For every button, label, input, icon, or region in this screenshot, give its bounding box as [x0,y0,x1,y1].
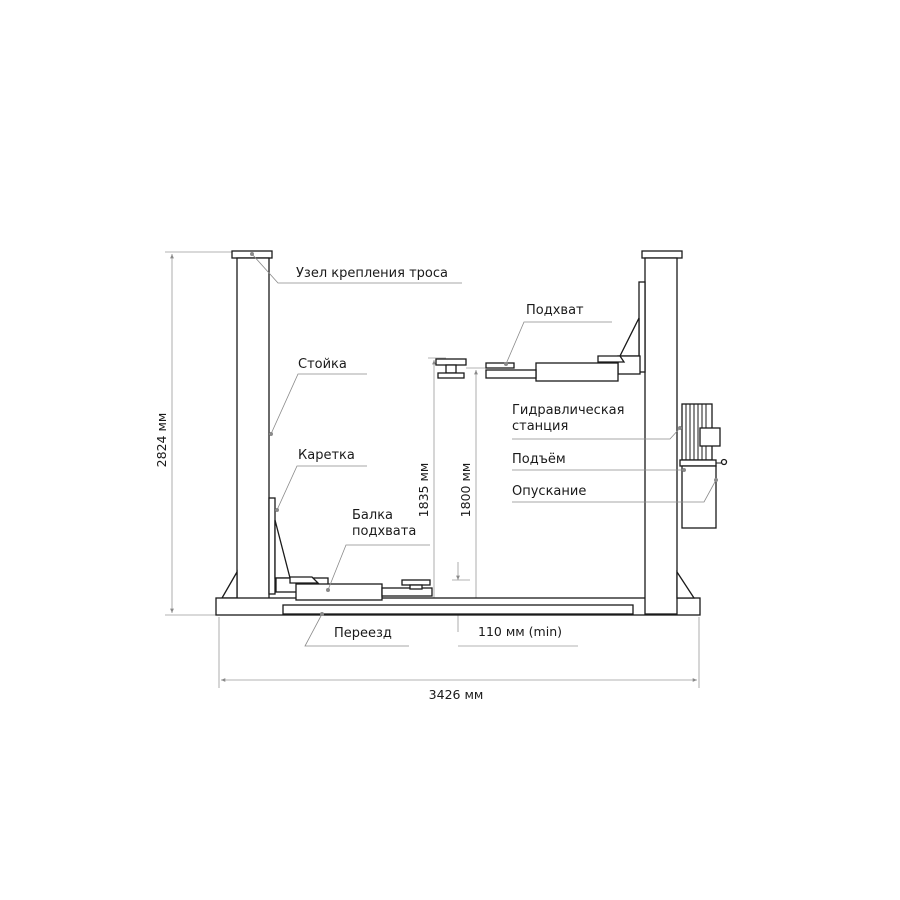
leader-lift-pad [504,321,612,366]
right-column [618,250,696,615]
leader-hydraulic [512,426,682,440]
width-dimension: 3426 мм [218,617,700,702]
label-hydraulic-line1: Гидравлическая [512,403,624,418]
height-dimension: 2824 мм [154,251,236,616]
dimension-1800: 1800 мм [458,367,490,610]
raised-arm [485,355,641,382]
dimension-110: 110 мм (min) [452,562,578,647]
dimension-1800-label: 1800 мм [458,463,473,518]
label-arm-beam-line1: Балка [352,508,393,523]
leader-drive-over [304,612,409,647]
label-lift: Подъём [512,452,566,467]
dimension-1835: 1835 мм [416,357,446,614]
leader-cable-mount [250,252,462,284]
pad-adapter [435,358,467,379]
label-arm-beam-line2: подхвата [352,524,416,539]
leader-carriage [275,465,367,512]
label-lowering: Опускание [512,484,586,499]
leader-lowering [512,478,718,503]
leader-lift [512,468,686,472]
left-column [220,250,291,615]
leader-column [269,373,367,436]
dimension-1835-label: 1835 мм [416,463,431,518]
label-carriage: Каретка [298,448,355,463]
leader-arm-beam [326,544,430,592]
label-lift-pad: Подхват [526,303,584,318]
height-dimension-label: 2824 мм [154,413,169,468]
label-column: Стойка [298,357,347,372]
label-drive-over: Переезд [334,626,392,641]
width-dimension-label: 3426 мм [429,687,484,702]
base-plate [215,597,701,616]
dimension-110-label: 110 мм (min) [478,624,562,639]
hydraulic-station [679,403,728,529]
label-hydraulic-line2: станция [512,419,568,434]
label-cable-mount: Узел крепления троса [296,266,448,281]
lowered-arm [275,576,433,601]
